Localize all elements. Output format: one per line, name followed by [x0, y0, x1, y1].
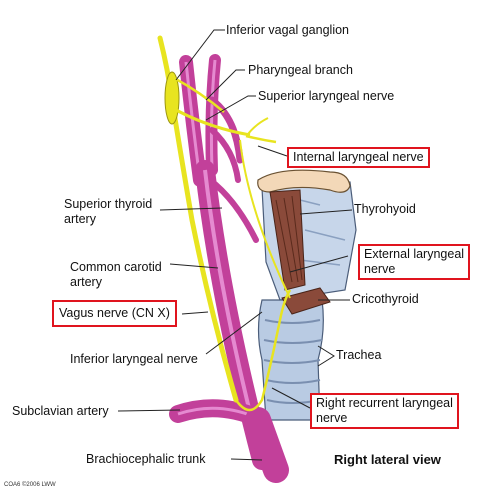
leader-lines [117, 29, 353, 461]
leader-inferior-laryngeal-nerve [205, 311, 263, 355]
view-title: Right lateral view [334, 452, 441, 467]
leader-subclavian-artery [117, 409, 181, 412]
leader-brachiocephalic-trunk [230, 458, 263, 461]
label-superior-thyroid-artery: Superior thyroid artery [64, 197, 152, 227]
leader-internal-laryngeal-nerve [257, 145, 288, 157]
label-common-carotid-artery: Common carotid artery [70, 260, 162, 290]
leader-external-laryngeal-nerve [289, 255, 349, 273]
label-right-recurrent-laryngeal-nerve: Right recurrent laryngeal nerve [310, 393, 459, 429]
label-brachiocephalic-trunk: Brachiocephalic trunk [86, 452, 206, 466]
thyrohyoid-muscle-illustration [269, 189, 306, 291]
label-right-recurrent-laryngeal-nerve-line2: nerve [316, 411, 348, 425]
cricothyroid-muscle-illustration [281, 287, 331, 315]
label-pharyngeal-branch: Pharyngeal branch [248, 63, 353, 77]
label-superior-laryngeal-nerve: Superior laryngeal nerve [258, 89, 395, 103]
label-trachea: Trachea [336, 348, 382, 362]
leader-inferior-vagal-ganglion [175, 29, 225, 81]
leader-common-carotid-artery [169, 263, 219, 269]
label-cricothyroid: Cricothyroid [352, 292, 419, 306]
label-superior-thyroid-artery-line1: Superior thyroid [64, 197, 153, 211]
leader-vagus-nerve [181, 311, 209, 315]
leader-thyrohyoid [299, 209, 353, 215]
artery-illustration [169, 54, 289, 483]
label-subclavian-artery: Subclavian artery [12, 404, 109, 418]
leader-superior-thyroid-artery [159, 207, 223, 211]
leader-pharyngeal-branch [205, 69, 245, 101]
label-internal-laryngeal-nerve: Internal laryngeal nerve [287, 147, 430, 168]
label-external-laryngeal-nerve-line1: External laryngeal [364, 247, 465, 261]
label-common-carotid-artery-line2: artery [70, 275, 102, 289]
label-inferior-laryngeal-nerve: Inferior laryngeal nerve [70, 352, 198, 366]
label-inferior-vagal-ganglion: Inferior vagal ganglion [226, 23, 349, 37]
hyoid-bone-illustration [257, 169, 351, 193]
label-vagus-nerve: Vagus nerve (CN X) [52, 300, 177, 327]
label-common-carotid-artery-line1: Common carotid [70, 260, 162, 274]
label-external-laryngeal-nerve: External laryngeal nerve [358, 244, 471, 280]
label-external-laryngeal-nerve-line2: nerve [364, 262, 396, 276]
leader-right-recurrent-laryngeal-nerve [271, 387, 311, 409]
label-right-recurrent-laryngeal-nerve-line1: Right recurrent laryngeal [316, 396, 453, 410]
nerve-illustration [157, 35, 292, 412]
label-thyrohyoid: Thyrohyoid [354, 202, 416, 216]
leader-trachea [317, 345, 335, 367]
leader-superior-laryngeal-nerve [205, 95, 256, 121]
label-superior-thyroid-artery-line2: artery [64, 212, 96, 226]
copyright-notice: COA6 ©2006 LWW [4, 482, 56, 488]
